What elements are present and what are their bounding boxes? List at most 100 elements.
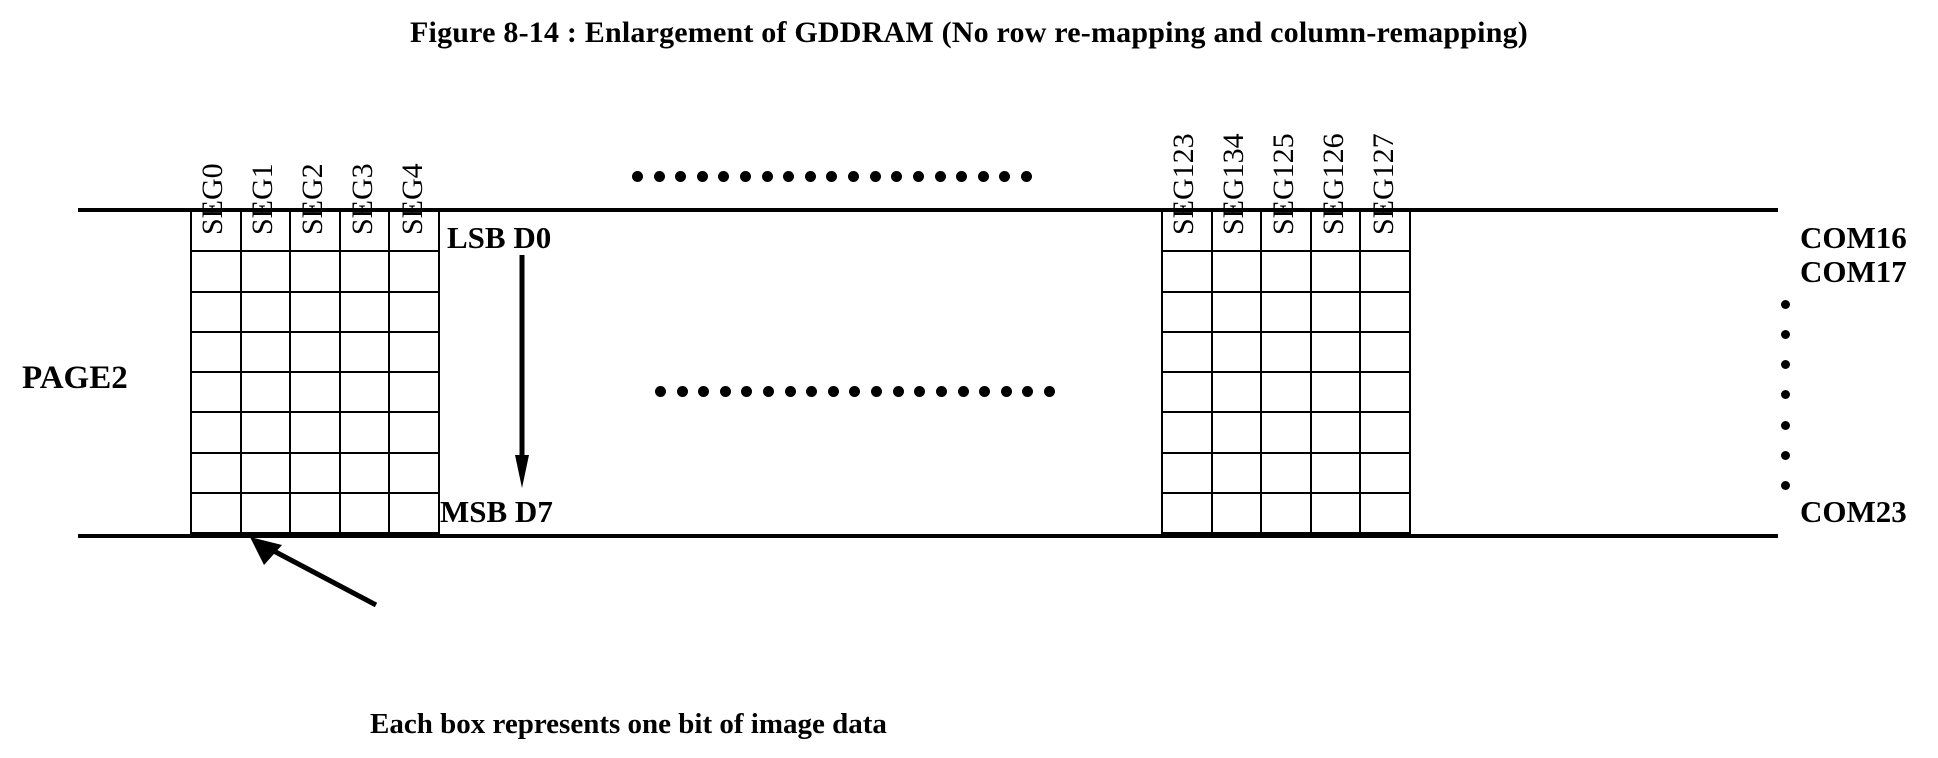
bit-cell [1311,332,1362,373]
ellipsis-dot [826,170,838,182]
ellipsis-dots-top [632,170,1032,182]
bit-cell [1361,413,1411,454]
ellipsis-dot [719,385,731,397]
bit-cell [1262,292,1312,333]
bit-cell [1311,373,1362,414]
bit-cell [241,212,292,253]
bit-cell [1311,413,1362,454]
figure-title: Figure 8-14 : Enlargement of GDDRAM (No … [410,16,1528,49]
ellipsis-dot [632,170,643,182]
ellipsis-dot [655,385,666,397]
bit-cell [291,332,341,373]
bit-cell [1212,292,1263,333]
ellipsis-dot [871,385,883,397]
bit-cell [1163,292,1213,333]
bit-cell [1361,212,1411,253]
ellipsis-dot [935,385,947,397]
bit-cell [1212,373,1263,414]
bit-cell [340,252,391,293]
ellipsis-dot [848,170,860,182]
bit-cell [340,493,391,534]
bit-cell [241,252,292,293]
bit-cell [1212,252,1263,293]
bit-cell [291,212,341,253]
bit-cell [1361,332,1411,373]
bit-cell [390,453,440,494]
bit-cell [1361,493,1411,534]
bit-cell [1311,453,1362,494]
bit-cell [291,493,341,534]
ellipsis-dot [1022,385,1034,397]
ellipsis-dot [783,170,795,182]
gddram-grid-left [190,210,440,534]
bit-cell [241,373,292,414]
ellipsis-dot [934,170,946,182]
ellipsis-dot [914,385,926,397]
ellipsis-dot [763,385,775,397]
bit-cell [1163,373,1213,414]
ellipsis-dot [806,385,818,397]
bit-cell [1311,212,1362,253]
bit-cell [1361,292,1411,333]
bit-cell [241,493,292,534]
bit-cell [1212,212,1263,253]
bit-cell [1361,252,1411,293]
band-top-rule [78,208,1778,212]
bit-cell [1262,453,1312,494]
ellipsis-dot [1780,300,1790,309]
ellipsis-dot [675,170,687,182]
bit-cell [1262,332,1312,373]
ellipsis-dot [1020,170,1032,182]
bit-cell [1163,212,1213,253]
bit-cell [1163,332,1213,373]
bit-cell [340,212,391,253]
com-label-first: COM16 [1800,220,1907,255]
ellipsis-dot [1780,420,1790,430]
bit-cell [1361,453,1411,494]
ellipsis-dot [849,385,861,397]
ellipsis-dot [718,170,730,182]
bit-cell [390,292,440,333]
figure-caption: Each box represents one bit of image dat… [370,708,887,740]
msb-bit-label: MSB D7 [440,494,553,529]
ellipsis-dot [956,170,968,182]
caption-pointer-arrow-icon [250,537,378,607]
ellipsis-dot [892,385,904,397]
lsb-bit-label: LSB D0 [447,220,552,255]
com-label-second: COM17 [1800,254,1907,289]
bit-cell [1262,493,1312,534]
bit-cell [1163,453,1213,494]
bit-cell [1163,252,1213,293]
ellipsis-dot [979,385,991,397]
bit-cell [390,332,440,373]
bit-cell [192,413,242,454]
bit-cell [390,373,440,414]
bit-cell [241,413,292,454]
bit-cell [291,373,341,414]
ellipsis-dot [912,170,924,182]
ellipsis-dot [740,170,752,182]
ellipsis-dot [827,385,839,397]
bit-cell [390,212,440,253]
bit-cell [241,332,292,373]
ellipsis-dots-middle [655,385,1055,397]
band-bottom-rule [78,534,1778,538]
bit-cell [340,332,391,373]
bit-cell [340,373,391,414]
bit-cell [192,493,242,534]
bit-cell [340,413,391,454]
bit-cell [192,212,242,253]
bit-cell [192,252,242,293]
ellipsis-dot [784,385,796,397]
bit-cell [241,292,292,333]
ellipsis-dot [999,170,1011,182]
ellipsis-dot [1780,330,1790,340]
ellipsis-dot [1780,360,1790,370]
bit-cell [390,252,440,293]
bit-cell [1262,373,1312,414]
ellipsis-dot [761,170,773,182]
bit-order-arrow-icon [515,255,529,488]
bit-cell [1311,252,1362,293]
bit-cell [340,292,391,333]
